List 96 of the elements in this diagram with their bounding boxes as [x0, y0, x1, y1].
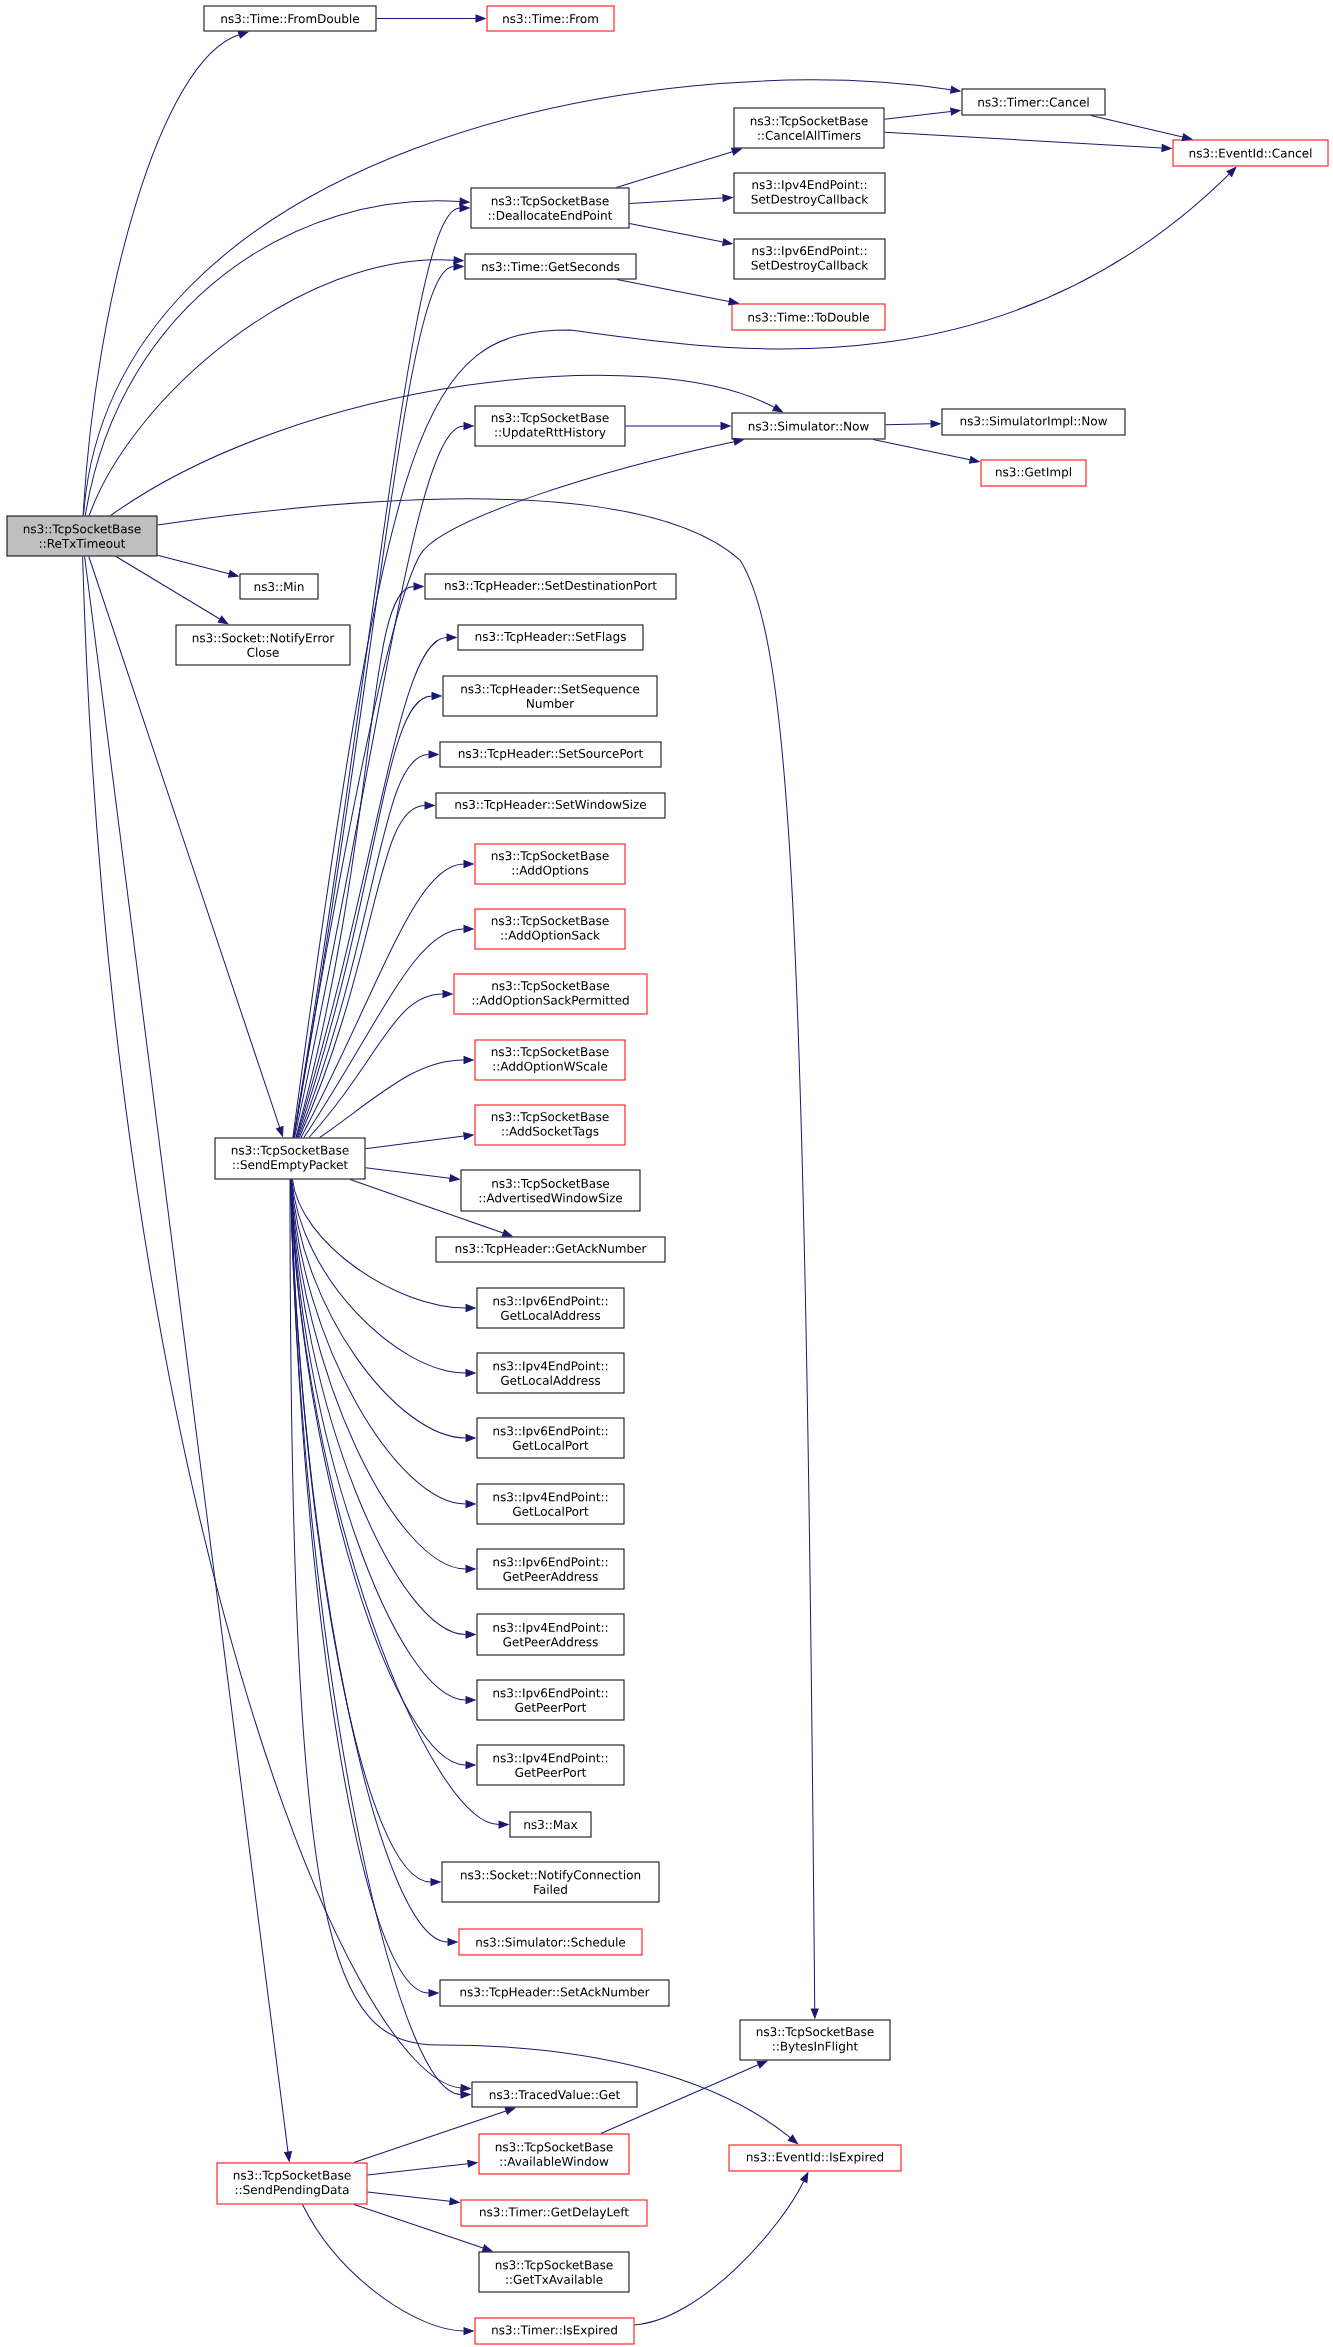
- function-box: ns3::Socket::NotifyError Close: [175, 624, 351, 666]
- function-box: ns3::Time::From: [486, 5, 615, 32]
- arrow: [291, 1179, 476, 1377]
- arrow: [625, 422, 731, 430]
- function-box: ns3::Max: [509, 1811, 592, 1838]
- arrow: [292, 167, 1237, 1138]
- function-box: ns3::TcpHeader::SetWindowSize: [435, 792, 666, 819]
- function-box: ns3::TcpHeader::SetSequence Number: [442, 675, 658, 717]
- arrow: [293, 437, 744, 1138]
- function-box: ns3::Simulator::Schedule: [458, 1928, 643, 1956]
- function-box: ns3::Simulator::Now: [731, 412, 886, 440]
- function-box: ns3::Ipv6EndPoint:: GetPeerPort: [476, 1679, 625, 1721]
- arrow: [629, 223, 733, 246]
- arrow: [872, 439, 980, 464]
- function-box: ns3::Timer::IsExpired: [474, 2317, 635, 2345]
- arrow: [615, 147, 742, 188]
- arrow: [84, 197, 470, 516]
- function-box: ns3::TcpSocketBase ::UpdateRttHistory: [474, 405, 626, 447]
- arrow: [365, 1167, 460, 1183]
- arrow: [629, 194, 733, 204]
- arrow: [157, 554, 239, 578]
- arrow: [295, 582, 424, 1138]
- arrow: [319, 1056, 474, 1138]
- arrow: [296, 692, 442, 1138]
- function-box: ns3::TcpSocketBase ::AddOptionSack: [474, 908, 626, 950]
- arrow: [308, 990, 453, 1138]
- function-box: ns3::TcpSocketBase ::AvailableWindow: [478, 2133, 630, 2175]
- arrow: [300, 860, 474, 1138]
- function-box: ns3::TcpSocketBase ::GetTxAvailable: [478, 2251, 630, 2293]
- function-box: ns3::Ipv6EndPoint:: GetLocalPort: [476, 1417, 625, 1459]
- function-box: ns3::TcpHeader::GetAckNumber: [435, 1236, 666, 1263]
- function-box: ns3::Ipv4EndPoint:: GetLocalPort: [476, 1483, 625, 1525]
- arrow: [367, 2191, 460, 2206]
- function-box: ns3::Time::FromDouble: [203, 5, 377, 32]
- function-box: ns3::Timer::GetDelayLeft: [460, 2199, 648, 2227]
- arrow: [367, 2159, 478, 2176]
- function-box: ns3::Ipv4EndPoint:: GetPeerAddress: [476, 1613, 625, 1656]
- function-box: ns3::Ipv4EndPoint:: GetLocalAddress: [476, 1352, 625, 1394]
- arrow: [295, 633, 457, 1138]
- arrow: [353, 2204, 493, 2252]
- arrow: [88, 256, 464, 516]
- function-box: ns3::Timer::Cancel: [961, 88, 1106, 116]
- function-box: ns3::TcpSocketBase ::SendPendingData: [216, 2162, 368, 2205]
- arrow: [115, 556, 229, 625]
- function-box: ns3::TcpSocketBase ::BytesInFlight: [739, 2019, 891, 2061]
- arrow: [1090, 115, 1193, 141]
- function-box: ns3::TcpSocketBase ::SendEmptyPacket: [214, 1137, 366, 1180]
- function-box: ns3::TcpSocketBase ::CancelAllTimers: [733, 107, 885, 149]
- function-box: ns3::EventId::IsExpired: [728, 2144, 902, 2172]
- function-box: ns3::Min: [239, 573, 319, 600]
- function-box: ns3::Time::GetSeconds: [464, 253, 637, 280]
- function-box: ns3::Ipv6EndPoint:: SetDestroyCallback: [733, 238, 886, 280]
- function-box: ns3::GetImpl: [980, 459, 1087, 487]
- function-box: ns3::TcpSocketBase ::AddSocketTags: [474, 1104, 626, 1146]
- function-box: ns3::EventId::Cancel: [1172, 139, 1329, 167]
- arrow: [884, 131, 1172, 152]
- function-box: ns3::TcpHeader::SetDestinationPort: [424, 573, 677, 600]
- function-box: ns3::TcpSocketBase ::AddOptions: [474, 843, 626, 885]
- function-box: ns3::TcpSocketBase ::AddOptionSackPermitted: [453, 973, 648, 1015]
- function-box: ns3::SimulatorImpl::Now: [941, 408, 1126, 436]
- arrow: [83, 79, 961, 516]
- arrow: [289, 1179, 798, 2145]
- arrow: [884, 107, 961, 120]
- arrow: [376, 14, 486, 23]
- arrow: [349, 1179, 513, 1237]
- arrow: [885, 419, 941, 428]
- arrow: [634, 2172, 809, 2326]
- arrow: [84, 556, 292, 2162]
- arrow: [294, 422, 474, 1138]
- function-box: ns3::TcpHeader::SetFlags: [457, 624, 644, 651]
- arrow: [600, 2060, 768, 2134]
- function-box: ns3::TcpSocketBase ::AdvertisedWindowSize: [460, 1169, 641, 1212]
- arrow: [303, 925, 474, 1138]
- function-box: ns3::Ipv4EndPoint:: SetDestroyCallback: [733, 172, 886, 214]
- function-box: ns3::TcpSocketBase ::DeallocateEndPoint: [470, 187, 630, 229]
- arrow: [297, 750, 439, 1138]
- function-box: ns3::TcpHeader::SetSourcePort: [439, 741, 662, 768]
- function-box: ns3::Time::ToDouble: [731, 303, 886, 331]
- function-box: ns3::TcpHeader::SetAckNumber: [439, 1979, 670, 2007]
- function-box: ns3::Ipv6EndPoint:: GetLocalAddress: [476, 1287, 625, 1329]
- arrow: [616, 279, 739, 306]
- function-box: ns3::Ipv6EndPoint:: GetPeerAddress: [476, 1548, 625, 1590]
- arrow: [157, 498, 819, 2019]
- arrow: [365, 1132, 474, 1150]
- arrow: [88, 556, 284, 1137]
- function-box: ns3::TcpSocketBase ::AddOptionWScale: [474, 1039, 626, 1081]
- function-box: ns3::TcpSocketBase ::ReTxTimeout: [6, 515, 158, 557]
- arrow: [82, 556, 471, 2092]
- function-box: ns3::Socket::NotifyConnection Failed: [441, 1861, 660, 1903]
- function-box: ns3::TracedValue::Get: [471, 2081, 638, 2108]
- arrow: [110, 374, 783, 516]
- arrow: [291, 1179, 476, 1312]
- arrow: [298, 801, 435, 1138]
- arrow: [353, 2107, 516, 2163]
- function-box: ns3::Ipv4EndPoint:: GetPeerPort: [476, 1744, 625, 1786]
- arrow: [301, 2204, 474, 2335]
